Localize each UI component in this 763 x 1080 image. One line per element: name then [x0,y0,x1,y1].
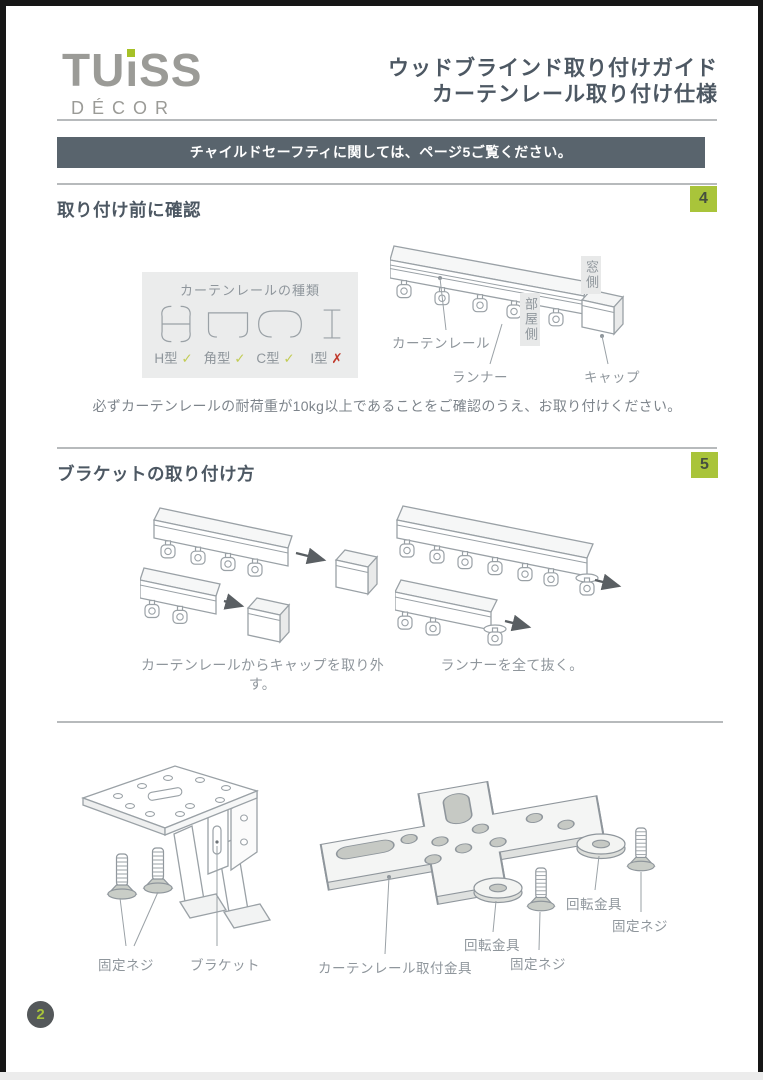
fixing-screw-label-bracket: 固定ネジ [98,958,154,973]
header-divider [57,119,717,121]
document-title: ウッドブラインド取り付けガイド カーテンレール取り付け仕様 [298,56,718,108]
document-title-line1: ウッドブラインド取り付けガイド [388,57,718,80]
step2-caption: ランナーを全て抜く。 [440,657,584,673]
rail-types-labels: H型 ✓ 角型 ✓ C型 ✓ I型 ✗ [142,347,358,367]
document-title-line2: カーテンレール取り付け仕様 [432,83,718,106]
room-side-label: 部屋側 [520,293,540,346]
logo-green-dot-icon [127,49,136,57]
bracket-diagram [81,765,272,947]
square-rail-label: 角型 ✓ [203,351,246,366]
fixing-screw-label-2: 固定ネジ [612,919,668,934]
runner-label: ランナー [452,370,508,385]
section4-badge: 4 [690,186,717,212]
curtain-rail-label: カーテンレール [392,336,490,351]
step1-caption: カーテンレールからキャップを取り外す。 [140,657,385,692]
load-capacity-note: 必ずカーテンレールの耐荷重が10kg以上であることをご確認のうえ、お取り付けくだ… [92,398,682,414]
section5-title: ブラケットの取り付け方 [57,464,255,484]
check-icon: ✓ [283,351,295,366]
logo-text-post: SS [139,44,203,96]
child-safety-banner: チャイルドセーフティに関しては、ページ5ご覧ください。 [57,137,705,168]
h-rail-label: H型 ✓ [154,351,193,366]
page-number-badge: 2 [27,1001,54,1028]
section4-title: 取り付け前に確認 [57,200,201,220]
square-rail-profile-icon [202,301,254,347]
cross-icon: ✗ [331,351,343,366]
rail-mounting-plate-diagram [319,780,655,955]
bracket-label: ブラケット [190,958,260,973]
section5-badge: 5 [691,452,718,478]
cap-label: キャップ [584,370,640,385]
remove-runners-diagram [395,505,622,646]
logo-text-pre: TU [62,44,126,96]
window-side-label: 窓側 [581,256,601,294]
rotation-fitting-label-2: 回転金具 [566,897,622,912]
fixing-screw-label-1: 固定ネジ [510,957,566,972]
section4-divider [57,183,717,185]
check-icon: ✓ [234,351,246,366]
bottom-strip [0,1072,763,1080]
rail-types-box: カーテンレールの種類 [142,272,358,378]
remove-cap-diagram [140,507,378,643]
parts-divider [57,721,723,723]
logo-letter-i: ı [125,44,140,96]
c-rail-label: C型 ✓ [256,351,295,366]
check-icon: ✓ [181,351,193,366]
i-rail-label: I型 ✗ [310,351,343,366]
curtain-rail-diagram [390,245,624,365]
rotation-fitting-label-1: 回転金具 [464,938,520,953]
rail-types-title: カーテンレールの種類 [179,283,320,298]
logo-subtitle: DÉCOR [71,98,177,118]
i-rail-profile-icon [306,301,358,347]
rail-mounting-plate-label: カーテンレール取付金具 [318,961,472,976]
c-rail-profile-icon [254,301,306,347]
section5-divider [57,447,717,449]
rail-types-shapes [142,299,358,347]
h-rail-profile-icon [150,301,202,347]
